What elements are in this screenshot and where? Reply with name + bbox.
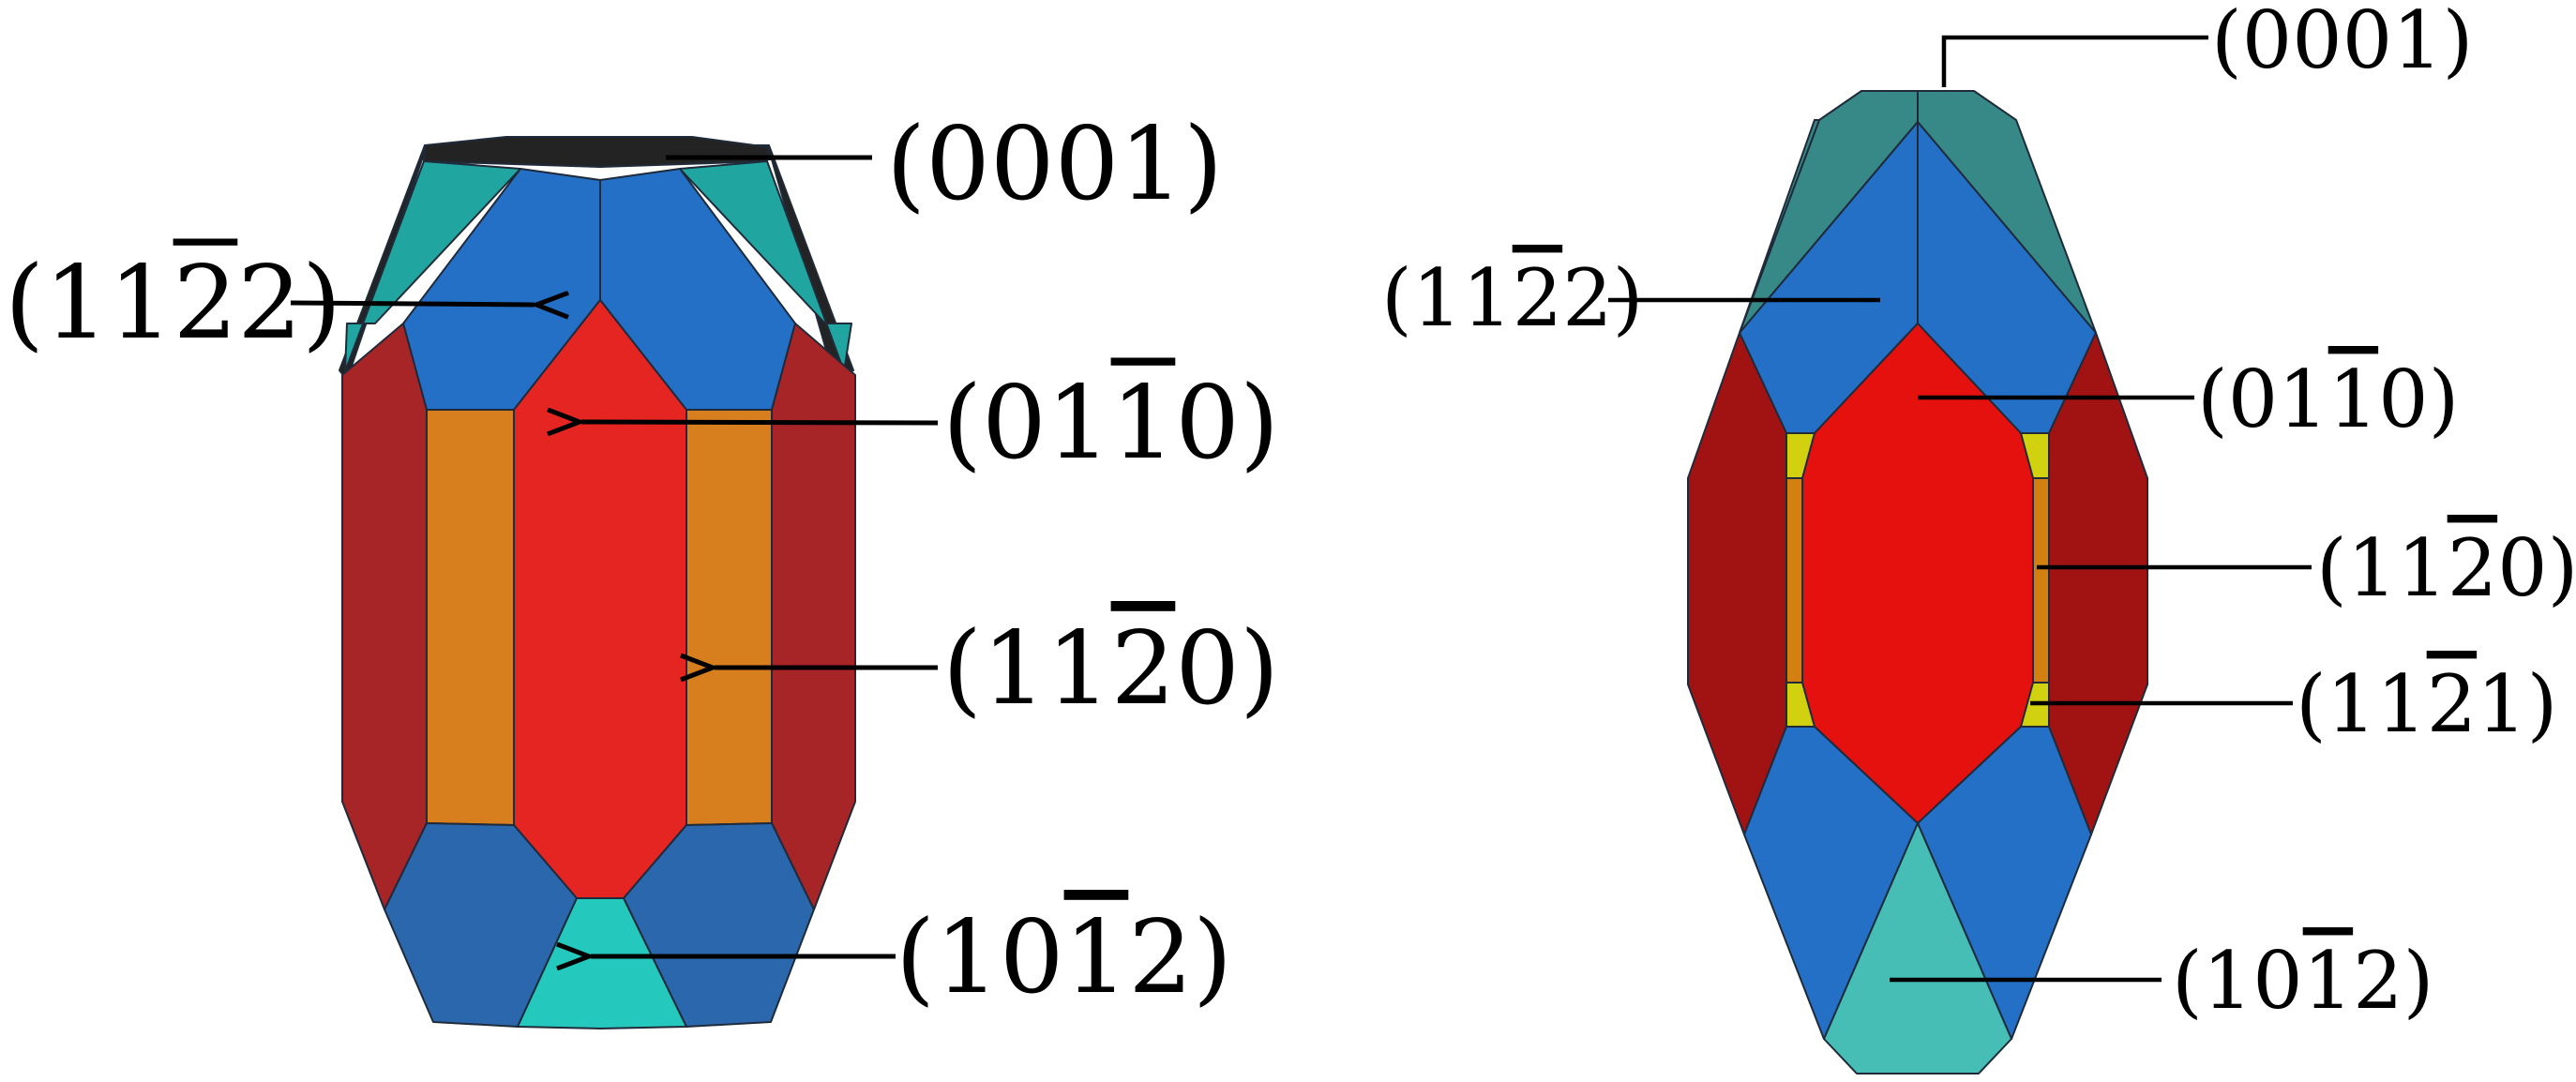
left-prism-red-center: [513, 299, 687, 899]
left-label-pyramid-lower: (1012): [896, 899, 1232, 1016]
left-label-prism-m: (0110): [942, 365, 1279, 482]
left-labels: (0001) (1122) (0110) (1120) (1012): [5, 106, 1279, 1016]
right-leader-basal: [1941, 35, 2208, 87]
left-upper-teal-left: [344, 160, 521, 372]
left-prism-orange-left: [426, 409, 515, 826]
left-upper-teal-right: [679, 160, 852, 372]
left-side-red-left: [341, 323, 428, 910]
left-prism-orange-right: [685, 409, 773, 826]
right-label-basal: (0001): [2211, 0, 2473, 86]
right-label-pyramid-upper: (1122): [1381, 252, 1643, 344]
right-top-teal-outer-left: [1739, 119, 1820, 334]
left-side-red-right: [771, 323, 856, 910]
left-label-basal: (0001): [886, 106, 1223, 223]
left-label-prism-a: (1120): [942, 610, 1279, 728]
right-label-pyramid-lower: (1012): [2172, 935, 2433, 1027]
left-label-pyramid-upper: (1122): [5, 245, 341, 362]
right-crystal: [1687, 90, 2148, 1074]
right-leaders: [1608, 35, 2312, 983]
right-labels: (0001) (1122) (0110) (1120) (1121) (1012…: [1381, 0, 2576, 1027]
left-crystal: [339, 136, 856, 1029]
right-side-red-right: [2048, 332, 2148, 835]
left-basal-face: [423, 136, 770, 168]
right-orange-right: [2032, 477, 2050, 684]
left-arrow-prism-m: [581, 422, 939, 423]
left-leaders: [290, 155, 939, 956]
left-lower-teal-face: [517, 897, 687, 1029]
right-label-prism-a: (1120): [2316, 522, 2576, 614]
right-label-pyramid-small: (1121): [2296, 658, 2557, 750]
right-label-prism-m: (0110): [2197, 353, 2459, 445]
right-lower-teal-face: [1823, 822, 2012, 1074]
left-arrow-pyramid-upper: [290, 303, 535, 305]
right-orange-left: [1785, 477, 1803, 684]
